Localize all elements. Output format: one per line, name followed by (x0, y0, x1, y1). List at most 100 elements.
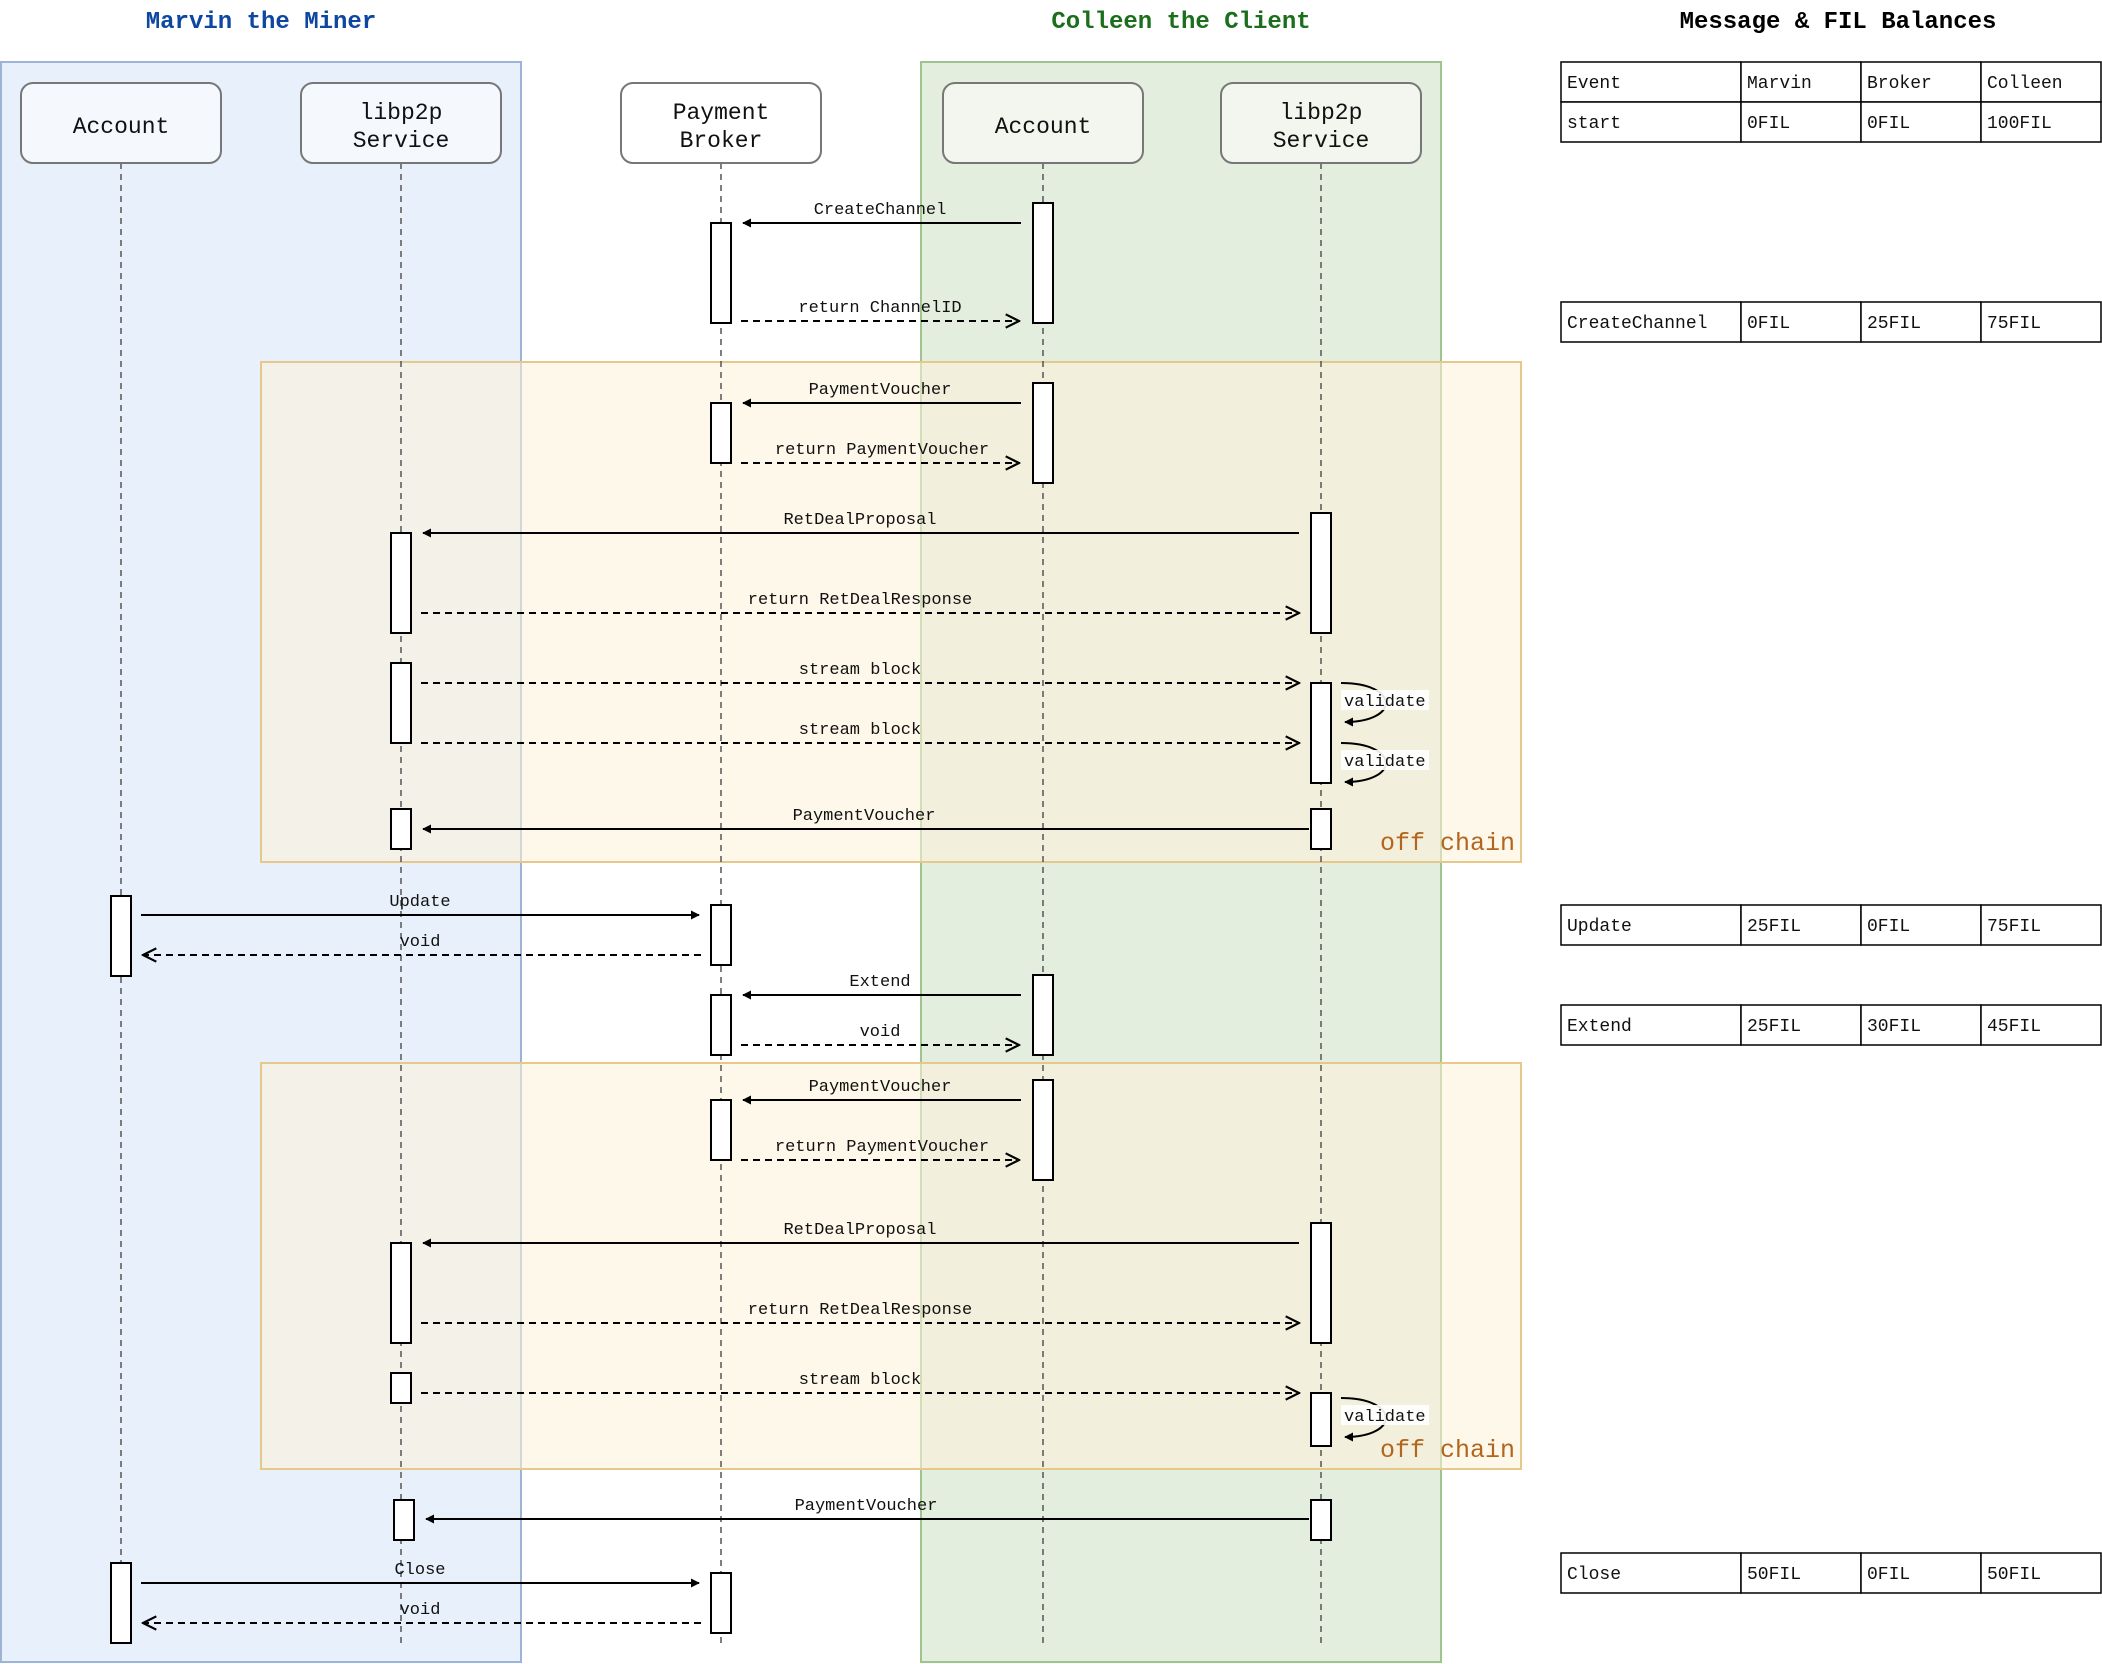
msg-label-stream-block: stream block (799, 721, 921, 740)
msg-label-ret-deal-proposal: RetDealProposal (783, 511, 936, 530)
balances-cell (1980, 1552, 2102, 1594)
balances-cell (1980, 101, 2102, 143)
msg-label-payment-voucher: PaymentVoucher (795, 1497, 938, 1516)
msg-label-void: void (860, 1023, 901, 1042)
message-labels: CreateChannel return ChannelID PaymentVo… (389, 201, 989, 1620)
msg-label-return-ret-deal-response: return RetDealResponse (748, 1301, 972, 1320)
balances-cell-text: Extend (1567, 1017, 1632, 1037)
activation-bar (710, 1099, 732, 1161)
activation-bar (390, 532, 412, 634)
participant-label-line2: Service (353, 128, 450, 154)
balances-cell (1740, 904, 1862, 946)
msg-label-payment-voucher: PaymentVoucher (809, 1078, 952, 1097)
offchain-label: off chain (1380, 1436, 1515, 1465)
balances-cell-text: 25FIL (1747, 917, 1801, 937)
validate-label: validate (1344, 693, 1426, 712)
validate-label: validate (1344, 1408, 1426, 1427)
activation-bar (710, 1572, 732, 1634)
balances-cell-text: 75FIL (1987, 917, 2041, 937)
activation-bar (710, 904, 732, 966)
balances-cell (1560, 1552, 1742, 1594)
message-arrows (141, 218, 1387, 1623)
participant-label-line1: libp2p (360, 100, 443, 126)
activation-bars (110, 202, 1332, 1644)
balances-cell-text: 100FIL (1987, 114, 2052, 134)
msg-label-void: void (400, 1601, 441, 1620)
balances-cell-text: 25FIL (1747, 1017, 1801, 1037)
activation-bar (1310, 512, 1332, 634)
msg-label-extend: Extend (849, 973, 910, 992)
activation-bar (710, 994, 732, 1056)
balances-cell-text: 0FIL (1867, 917, 1910, 937)
balances-cell (1740, 101, 1862, 143)
participant-label-line2: Service (1273, 128, 1370, 154)
balances-cell (1980, 1004, 2102, 1046)
activation-bar (710, 222, 732, 324)
validate-labels: validate validate validate (1341, 690, 1429, 1427)
activation-bar (390, 1242, 412, 1344)
activation-bar (390, 808, 412, 850)
miner-group-title: Marvin the Miner (146, 9, 376, 36)
msg-label-create-channel: CreateChannel (814, 201, 947, 220)
activation-bar (1032, 202, 1054, 324)
participant-label: Account (995, 114, 1092, 140)
msg-label-payment-voucher: PaymentVoucher (793, 807, 936, 826)
balances-cell-text: 50FIL (1747, 1565, 1801, 1585)
balances-cell (1980, 61, 2102, 103)
activation-bar (1032, 974, 1054, 1056)
balances-cell (1980, 301, 2102, 343)
balances-cell-text: 0FIL (1867, 114, 1910, 134)
balances-cell-text: 75FIL (1987, 314, 2041, 334)
activation-bar (1310, 1392, 1332, 1447)
activation-bar (1310, 682, 1332, 784)
balances-cell-text: CreateChannel (1567, 314, 1707, 334)
activation-bar (1310, 1499, 1332, 1541)
validate-label: validate (1344, 753, 1426, 772)
activation-bar (1310, 808, 1332, 850)
balances-cell-text: 0FIL (1867, 1565, 1910, 1585)
balances-header-cell: Broker (1867, 74, 1932, 94)
balances-header-cell: Colleen (1987, 74, 2063, 94)
client-group-title: Colleen the Client (1051, 9, 1310, 36)
activation-bar (390, 1372, 412, 1404)
activation-bar (393, 1499, 415, 1541)
msg-label-return-channel-id: return ChannelID (798, 299, 961, 318)
balances-row: CreateChannel 0FIL 25FIL 75FIL (1560, 301, 2102, 343)
msg-label-void: void (400, 933, 441, 952)
balances-cell-text: 45FIL (1987, 1017, 2041, 1037)
balances-cell (1560, 904, 1742, 946)
balances-table: Event Marvin Broker Colleen start 0FIL 0FIL 100… (1560, 61, 2102, 1594)
participant-label: Account (73, 114, 170, 140)
participant-miner-account: Account (20, 82, 222, 164)
participant-broker: Payment Broker (620, 82, 822, 164)
balances-cell-text: start (1567, 114, 1621, 134)
participant-client-account: Account (942, 82, 1144, 164)
activation-bar (710, 402, 732, 464)
participant-label-line1: libp2p (1280, 100, 1363, 126)
balances-header-cell: Marvin (1747, 74, 1812, 94)
msg-label-return-payment-voucher: return PaymentVoucher (775, 1138, 989, 1157)
activation-bar (1032, 382, 1054, 484)
balances-cell-text: 0FIL (1747, 114, 1790, 134)
msg-label-close: Close (394, 1561, 445, 1580)
participant-client-libp2p: libp2p Service (1220, 82, 1422, 164)
msg-label-payment-voucher: PaymentVoucher (809, 381, 952, 400)
activation-bar (390, 662, 412, 744)
balances-cell-text: 0FIL (1747, 314, 1790, 334)
offchain-label: off chain (1380, 829, 1515, 858)
participant-label-line1: Payment (673, 100, 770, 126)
activation-bar (110, 895, 132, 977)
balances-cell (1860, 301, 1982, 343)
msg-label-stream-block: stream block (799, 661, 921, 680)
balances-cell (1740, 61, 1862, 103)
msg-label-return-payment-voucher: return PaymentVoucher (775, 441, 989, 460)
activation-bar (1310, 1222, 1332, 1344)
msg-label-return-ret-deal-response: return RetDealResponse (748, 591, 972, 610)
msg-label-stream-block: stream block (799, 1371, 921, 1390)
balances-cell-text: 25FIL (1867, 314, 1921, 334)
msg-label-update: Update (389, 893, 450, 912)
balances-header-cell: Event (1567, 74, 1621, 94)
balances-cell (1560, 101, 1742, 143)
